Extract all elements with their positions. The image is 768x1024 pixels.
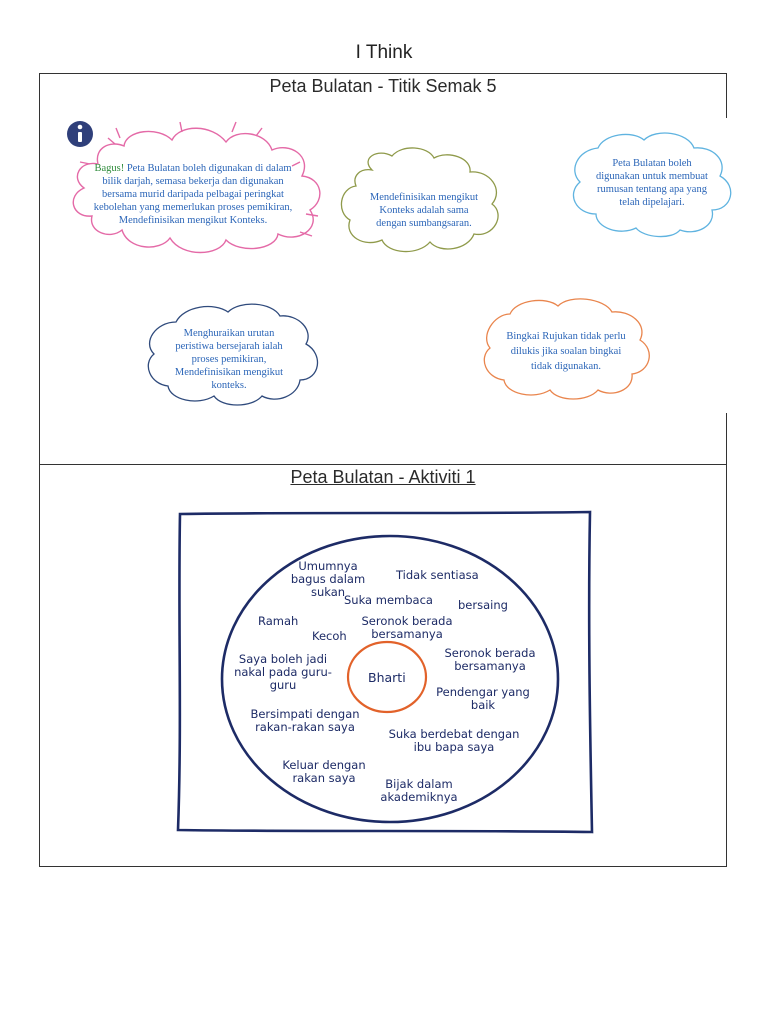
circle-map-item: Keluar dengan rakan saya <box>282 758 366 785</box>
orange-cloud <box>483 298 650 400</box>
circle-map-item: bersaing <box>458 598 508 612</box>
circle-map-item: Seronok berada bersamanya <box>361 614 453 641</box>
activity-panel: Peta Bulatan - Aktiviti 1 <box>39 464 727 867</box>
circle-map-item: Saya boleh jadi nakal pada guru-guru <box>234 652 332 692</box>
activity-frame <box>176 510 594 834</box>
cloud-text: Peta Bulatan boleh digunakan di dalam bi… <box>93 163 293 226</box>
cloud-text-urutan: Menghuraikan urutan peristiwa bersejarah… <box>174 328 284 391</box>
circle-map-item: Suka berdebat dengan ibu bapa saya <box>388 727 520 754</box>
circle-map-item: Tidak sentiasa <box>396 568 479 582</box>
cloud-text-konteks: Mendefinisikan mengikut Konteks adalah s… <box>369 192 479 229</box>
circle-map-item: Seronok berada bersamanya <box>444 646 536 673</box>
pink-cloud <box>72 121 321 254</box>
center-label: Bharti <box>368 670 406 685</box>
cloud-highlight: Bagus! <box>94 163 125 174</box>
cloud-text-bingkai: Bingkai Rujukan tidak perlu dilukis jika… <box>506 331 626 372</box>
blue-cloud <box>572 132 732 238</box>
center-circle <box>346 640 428 714</box>
circle-map-item: Pendengar yang baik <box>436 685 530 712</box>
outer-circle <box>220 534 560 824</box>
border-gap <box>724 118 732 413</box>
page-title: I Think <box>355 42 413 63</box>
circle-map-item: Ramah <box>258 614 299 628</box>
olive-cloud <box>340 147 499 253</box>
circle-map-item: Umumnya bagus dalam sukan <box>290 559 366 599</box>
circle-map-item: Kecoh <box>312 629 347 643</box>
info-icon[interactable] <box>67 121 93 147</box>
cloud-text-bagus: Bagus! Peta Bulatan boleh digunakan di d… <box>86 162 300 227</box>
circle-map-item: Bijak dalam akademiknya <box>380 777 458 804</box>
navy-cloud <box>147 303 319 406</box>
checkpoint-title: Peta Bulatan - Titik Semak 5 <box>269 76 497 96</box>
circle-map-item: Suka membaca <box>344 593 433 607</box>
activity-title: Peta Bulatan - Aktiviti 1 <box>290 467 476 487</box>
circle-map-item: Bersimpati dengan rakan-rakan saya <box>250 707 360 734</box>
cloud-text-rumusan: Peta Bulatan boleh digunakan untuk membu… <box>596 158 708 208</box>
